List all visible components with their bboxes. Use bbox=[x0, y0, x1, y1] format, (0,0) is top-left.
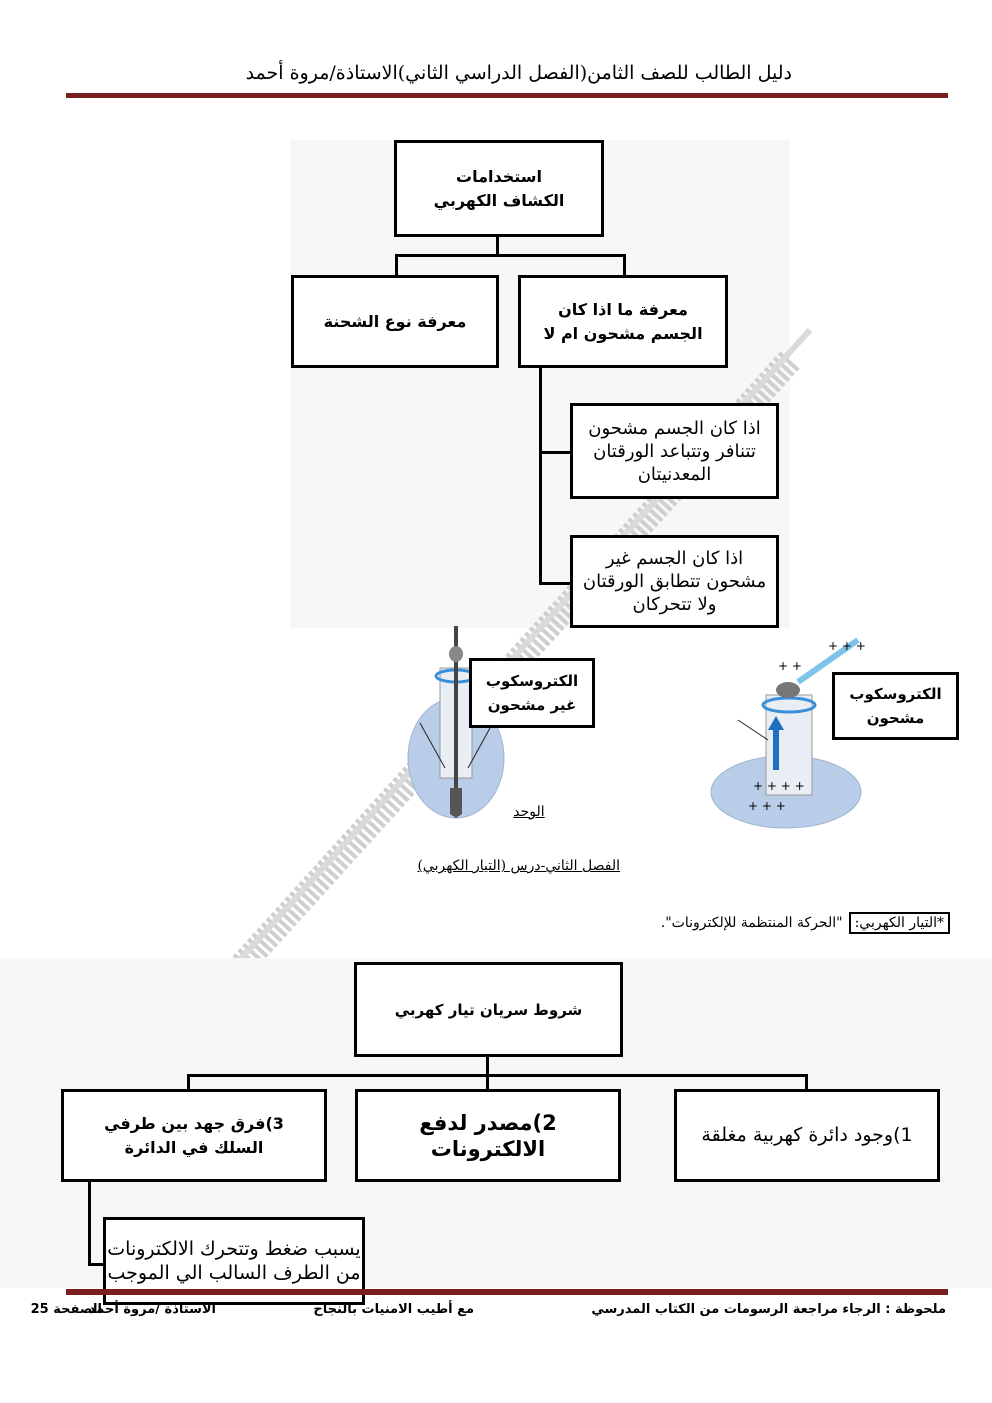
chart2-condition1-box: 1)وجود دائرة كهربية مغلقة bbox=[674, 1089, 940, 1182]
chart1-left-box: معرفة نوع الشحنة bbox=[291, 275, 499, 368]
charged-label-text: الكتروسكوب مشحون bbox=[849, 685, 942, 727]
chart1-root-box: استخدامات الكشاف الكهربي bbox=[394, 140, 604, 237]
footer-teacher: الاستاذة /مروة أحمد bbox=[88, 1302, 216, 1317]
page-header: دليل الطالب للصف الثامن(الفصل الدراسي ال… bbox=[245, 62, 792, 84]
definition-term: *التيار الكهربي: bbox=[848, 912, 950, 934]
header-rule bbox=[66, 93, 948, 98]
chart1-right-box: معرفة ما اذا كان الجسم مشحون ام لا bbox=[518, 275, 728, 368]
chart1-right-text: معرفة ما اذا كان الجسم مشحون ام لا bbox=[543, 299, 703, 343]
charged-electroscope-image: + + + + + + + + + + + + bbox=[710, 637, 866, 829]
chart1-sub2-box: اذا كان الجسم غير مشحون تتطابق الورقتان … bbox=[570, 535, 779, 628]
definition-line: *التيار الكهربي: "الحركة المنتظمة للإلكت… bbox=[600, 908, 950, 938]
chart1-left-text: معرفة نوع الشحنة bbox=[323, 311, 467, 331]
chart2-root-text: شروط سريان تيار كهربي bbox=[394, 1000, 583, 1019]
svg-text:+ + + +: + + + + bbox=[753, 779, 805, 793]
chart1-root-text: استخدامات الكشاف الكهربي bbox=[433, 166, 565, 210]
chart2-condition2-text: 2)مصدر لدفع الالكترونات bbox=[419, 1110, 557, 1161]
chart2-condition2-box: 2)مصدر لدفع الالكترونات bbox=[355, 1089, 621, 1182]
footer-wish: مع أطيب الامنيات بالنجاح bbox=[313, 1302, 474, 1317]
footer-page: الصفحة 25 bbox=[30, 1302, 102, 1317]
svg-text:+ +: + + bbox=[778, 659, 802, 673]
chart2-condition3-sub-text: يسبب ضغط وتتحرك الالكترونات من الطرف الس… bbox=[107, 1238, 361, 1284]
svg-text:+ + +: + + + bbox=[828, 639, 866, 653]
uncharged-electroscope-image bbox=[407, 626, 505, 819]
chart2-condition3-text: 3)فرق جهد بين طرفي السلك في الدائرة bbox=[104, 1113, 284, 1157]
uncharged-label-box: الكتروسكوب غير مشحون bbox=[469, 658, 595, 728]
charged-label-box: الكتروسكوب مشحون bbox=[832, 672, 959, 740]
chart2-condition1-text: 1)وجود دائرة كهربية مغلقة bbox=[701, 1124, 913, 1146]
uncharged-label-text: الكتروسكوب غير مشحون bbox=[485, 672, 579, 714]
definition-text: "الحركة المنتظمة للإلكترونات". bbox=[660, 915, 843, 931]
footer-rule bbox=[66, 1289, 948, 1295]
svg-text:+ + +: + + + bbox=[748, 799, 786, 813]
chart1-sub1-text: اذا كان الجسم مشحون تتنافر وتتباعد الورق… bbox=[588, 417, 761, 485]
chart2-condition3-box: 3)فرق جهد بين طرفي السلك في الدائرة bbox=[61, 1089, 327, 1182]
unit-label: الوحد bbox=[513, 804, 545, 820]
chart1-sub1-box: اذا كان الجسم مشحون تتنافر وتتباعد الورق… bbox=[570, 403, 779, 499]
chart2-root-box: شروط سريان تيار كهربي bbox=[354, 962, 623, 1057]
lesson-title: الفصل الثاني-درس (التيار الكهربي) bbox=[417, 858, 620, 874]
chart1-sub2-text: اذا كان الجسم غير مشحون تتطابق الورقتان … bbox=[582, 548, 767, 615]
footer-note: ملحوظة : الرجاء مراجعة الرسومات من الكتا… bbox=[591, 1302, 946, 1317]
